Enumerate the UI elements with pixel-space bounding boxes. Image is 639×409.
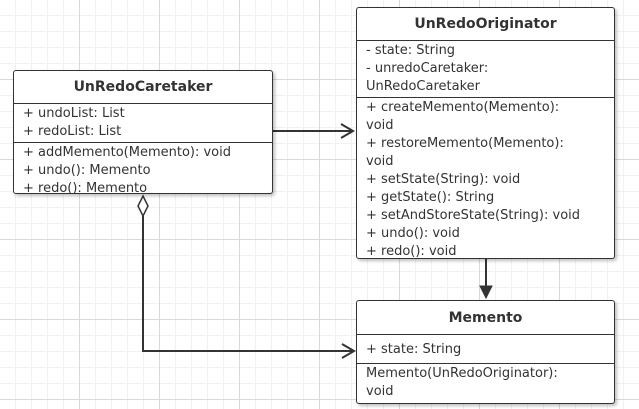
- class-name: Memento: [357, 301, 614, 335]
- methods-section: Memento(UnRedoOriginator): void: [357, 364, 614, 402]
- class-unredo-caretaker[interactable]: UnRedoCaretaker + undoList: List + redoLi…: [13, 70, 273, 194]
- caretaker-to-memento-arrowhead: [341, 343, 356, 359]
- method-item: + setState(String): void: [366, 172, 521, 187]
- aggregation-diamond-icon: [137, 194, 149, 218]
- caretaker-to-originator-arrowhead: [340, 123, 355, 139]
- method-item: + undo(): Memento: [23, 163, 151, 178]
- attributes-section: + undoList: List + redoList: List: [14, 104, 272, 143]
- method-item: + redo(): void: [366, 244, 457, 259]
- class-name: UnRedoOriginator: [357, 8, 614, 41]
- method-item: + setAndStoreState(String): void: [366, 208, 581, 223]
- method-item: + addMemento(Memento): void: [23, 145, 231, 160]
- method-item: + createMemento(Memento):: [366, 100, 560, 115]
- attribute-item: + redoList: List: [23, 124, 122, 139]
- caretaker-memento-aggregation-line[interactable]: [142, 216, 353, 352]
- methods-section: + addMemento(Memento): void + undo(): Mem…: [14, 143, 272, 194]
- method-item: + getState(): String: [366, 190, 495, 205]
- attributes-section: - state: String - unredoCaretaker: UnRedoC…: [357, 41, 614, 98]
- class-unredo-originator[interactable]: UnRedoOriginator - state: String - unredo…: [356, 7, 615, 259]
- class-name: UnRedoCaretaker: [14, 71, 272, 104]
- attributes-section: + state: String: [357, 335, 614, 364]
- attribute-item: UnRedoCaretaker: [366, 79, 480, 94]
- method-item: + redo(): Memento: [23, 181, 148, 194]
- method-item: void: [366, 384, 394, 399]
- attribute-item: - state: String: [366, 43, 456, 58]
- attribute-item: + undoList: List: [23, 106, 125, 121]
- attribute-item: + state: String: [366, 342, 462, 357]
- attribute-item: - unredoCaretaker:: [366, 61, 489, 76]
- originator-to-memento-arrowhead: [479, 285, 493, 300]
- method-item: void: [366, 118, 394, 133]
- method-item: Memento(UnRedoOriginator):: [366, 366, 558, 381]
- class-memento[interactable]: Memento + state: String Memento(UnRedoOr…: [356, 300, 615, 404]
- methods-section: + createMemento(Memento): void + restoreMe…: [357, 98, 614, 259]
- method-item: + undo(): void: [366, 226, 460, 241]
- method-item: + restoreMemento(Memento):: [366, 136, 564, 151]
- method-item: void: [366, 154, 394, 169]
